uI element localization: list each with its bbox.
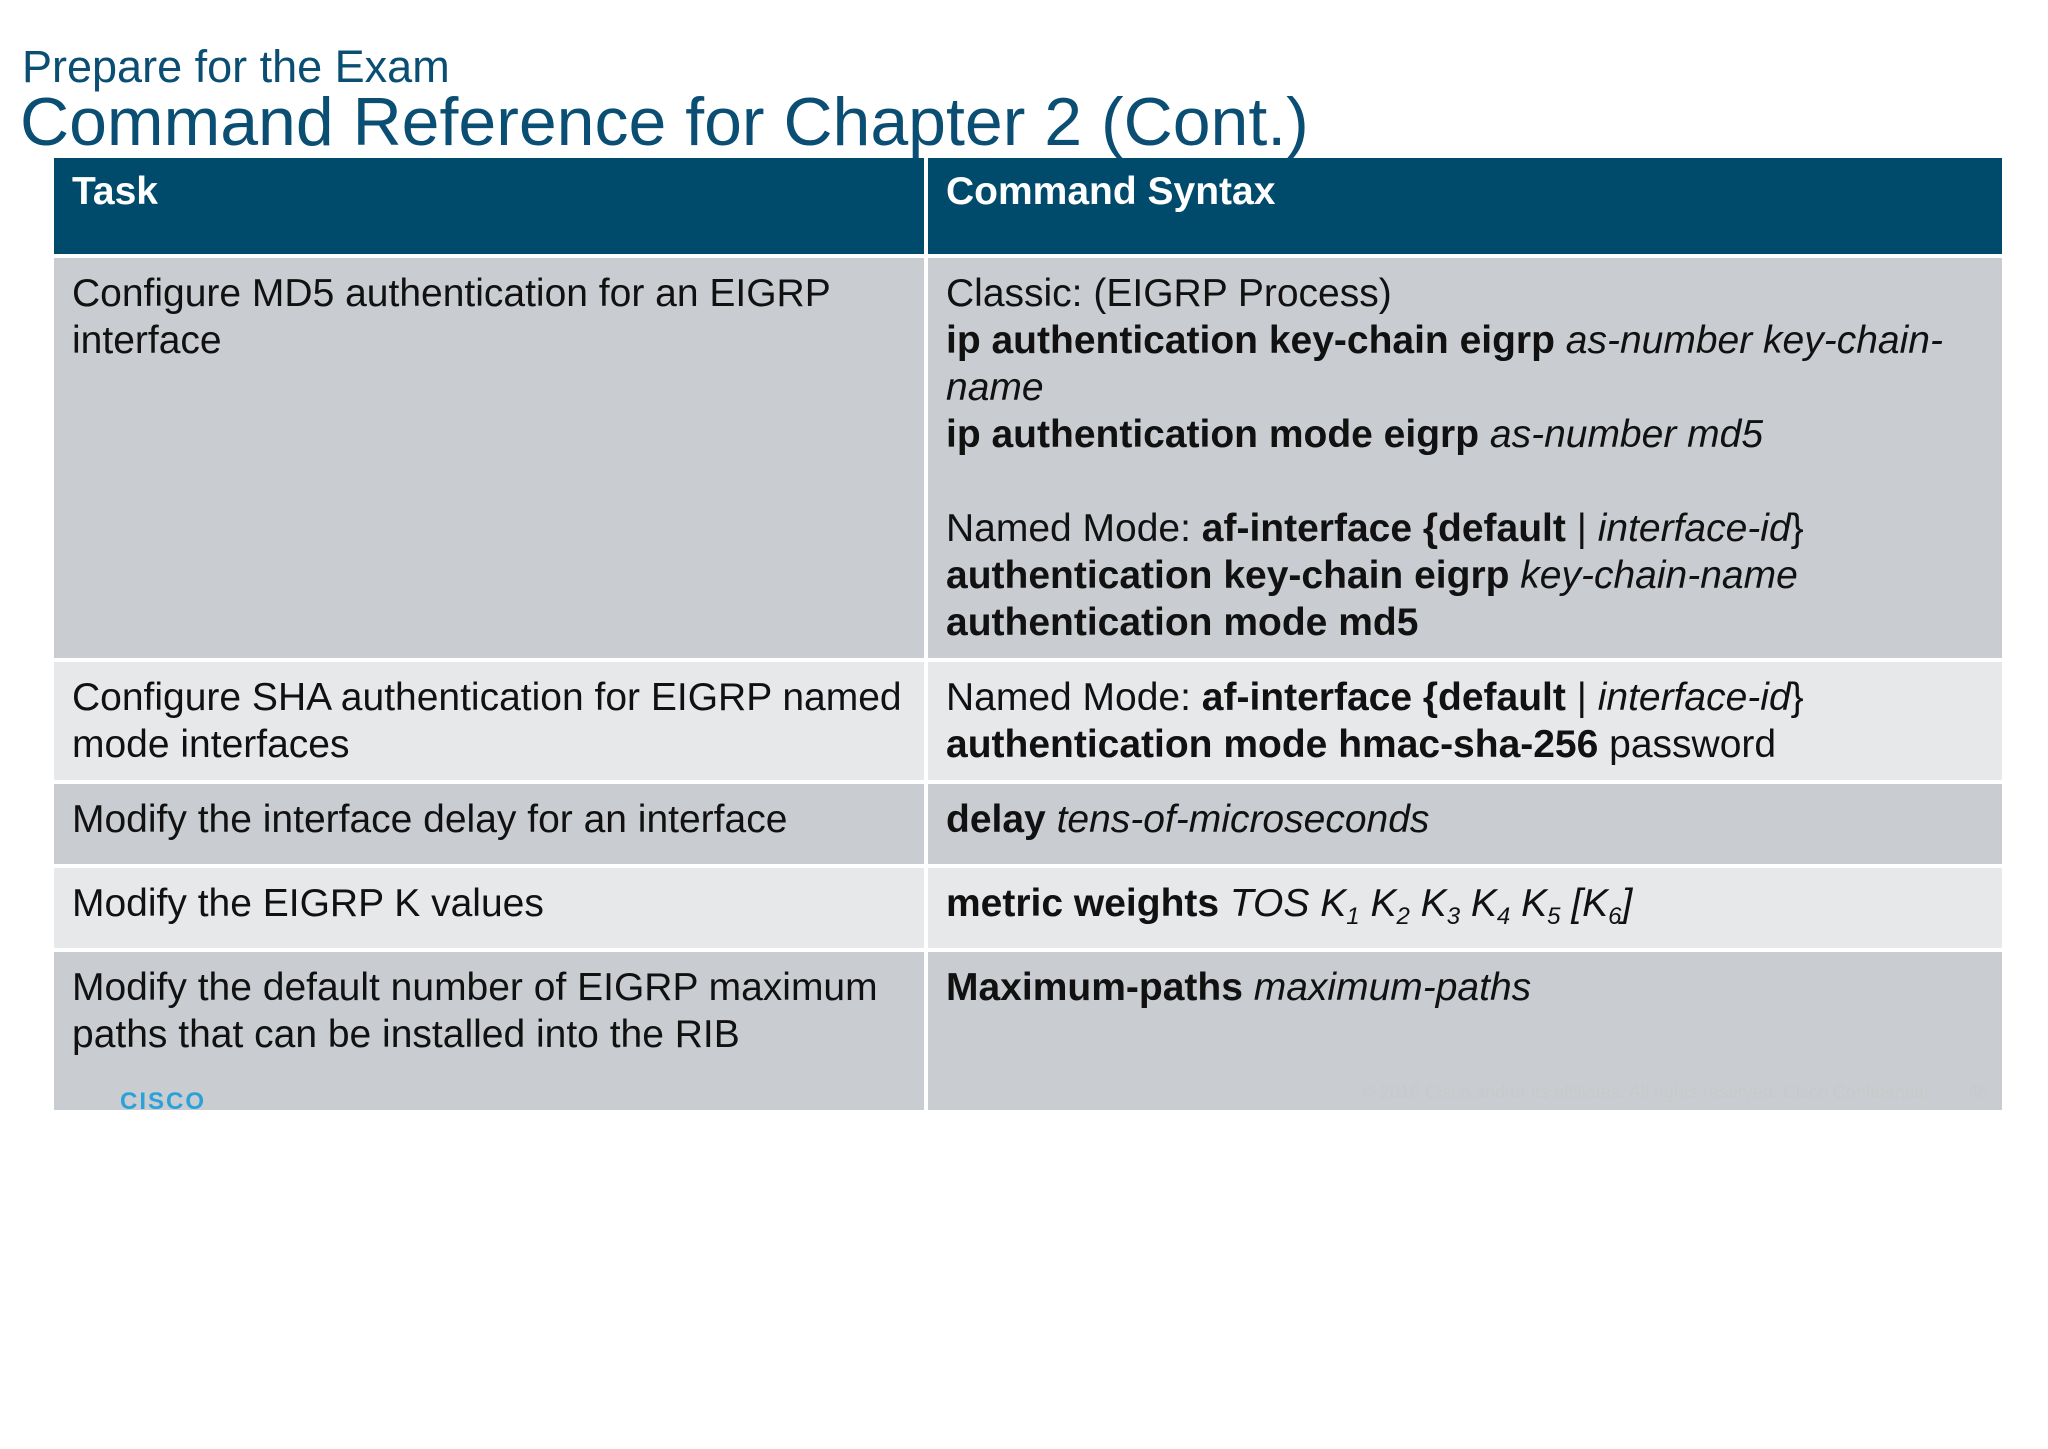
command-line: authentication mode hmac-sha-256 passwor… bbox=[946, 723, 1777, 766]
command-line: Named Mode: af-interface {default | inte… bbox=[946, 676, 1804, 719]
table-row: Modify the interface delay for an interf… bbox=[50, 780, 2006, 868]
command-line: Classic: (EIGRP Process) bbox=[946, 272, 1392, 315]
cisco-logo: CISCO bbox=[120, 1088, 207, 1115]
command-cell: Maximum-paths maximum-paths bbox=[924, 948, 2006, 1114]
table-row: Modify the default number of EIGRP maxim… bbox=[50, 948, 2006, 1114]
table-row: Configure SHA authentication for EIGRP n… bbox=[50, 658, 2006, 784]
table-row: Modify the EIGRP K values metric weights… bbox=[50, 864, 2006, 952]
task-cell: Configure SHA authentication for EIGRP n… bbox=[50, 658, 928, 784]
column-header-task: Task bbox=[50, 158, 928, 258]
command-line: ip authentication mode eigrp as-number m… bbox=[946, 413, 1764, 456]
slide-title: Command Reference for Chapter 2 (Cont.) bbox=[20, 84, 1309, 160]
command-line: Named Mode: af-interface {default | inte… bbox=[946, 507, 1804, 550]
command-line: authentication key-chain eigrp key-chain… bbox=[946, 554, 1798, 597]
page-number: 45 bbox=[1967, 1082, 1988, 1102]
footer-copyright: © 2016 Cisco and/or its affiliates. All … bbox=[1322, 1082, 1988, 1103]
task-cell: Configure MD5 authentication for an EIGR… bbox=[50, 254, 928, 662]
command-line: delay tens-of-microseconds bbox=[946, 798, 1430, 841]
table-header-row: Task Command Syntax bbox=[50, 158, 2006, 258]
command-line: metric weights TOS K1 K2 K3 K4 K5 [K6] bbox=[946, 882, 1633, 930]
task-cell: Modify the default number of EIGRP maxim… bbox=[50, 948, 928, 1114]
slide-subtitle: Prepare for the Exam bbox=[22, 41, 450, 92]
command-line: ip authentication key-chain eigrp as-num… bbox=[946, 319, 1943, 409]
command-reference-table: Task Command Syntax Configure MD5 authen… bbox=[50, 158, 2006, 1114]
command-cell: delay tens-of-microseconds bbox=[924, 780, 2006, 868]
command-cell: Classic: (EIGRP Process) ip authenticati… bbox=[924, 254, 2006, 662]
command-line: authentication mode md5 bbox=[946, 601, 1419, 644]
command-cell: Named Mode: af-interface {default | inte… bbox=[924, 658, 2006, 784]
task-cell: Modify the EIGRP K values bbox=[50, 864, 928, 952]
command-cell: metric weights TOS K1 K2 K3 K4 K5 [K6] bbox=[924, 864, 2006, 952]
table-row: Configure MD5 authentication for an EIGR… bbox=[50, 254, 2006, 662]
task-cell: Modify the interface delay for an interf… bbox=[50, 780, 928, 868]
command-line: Maximum-paths maximum-paths bbox=[946, 966, 1532, 1009]
copyright-text: © 2016 Cisco and/or its affiliates. All … bbox=[1361, 1082, 1928, 1102]
column-header-command-syntax: Command Syntax bbox=[924, 158, 2006, 258]
